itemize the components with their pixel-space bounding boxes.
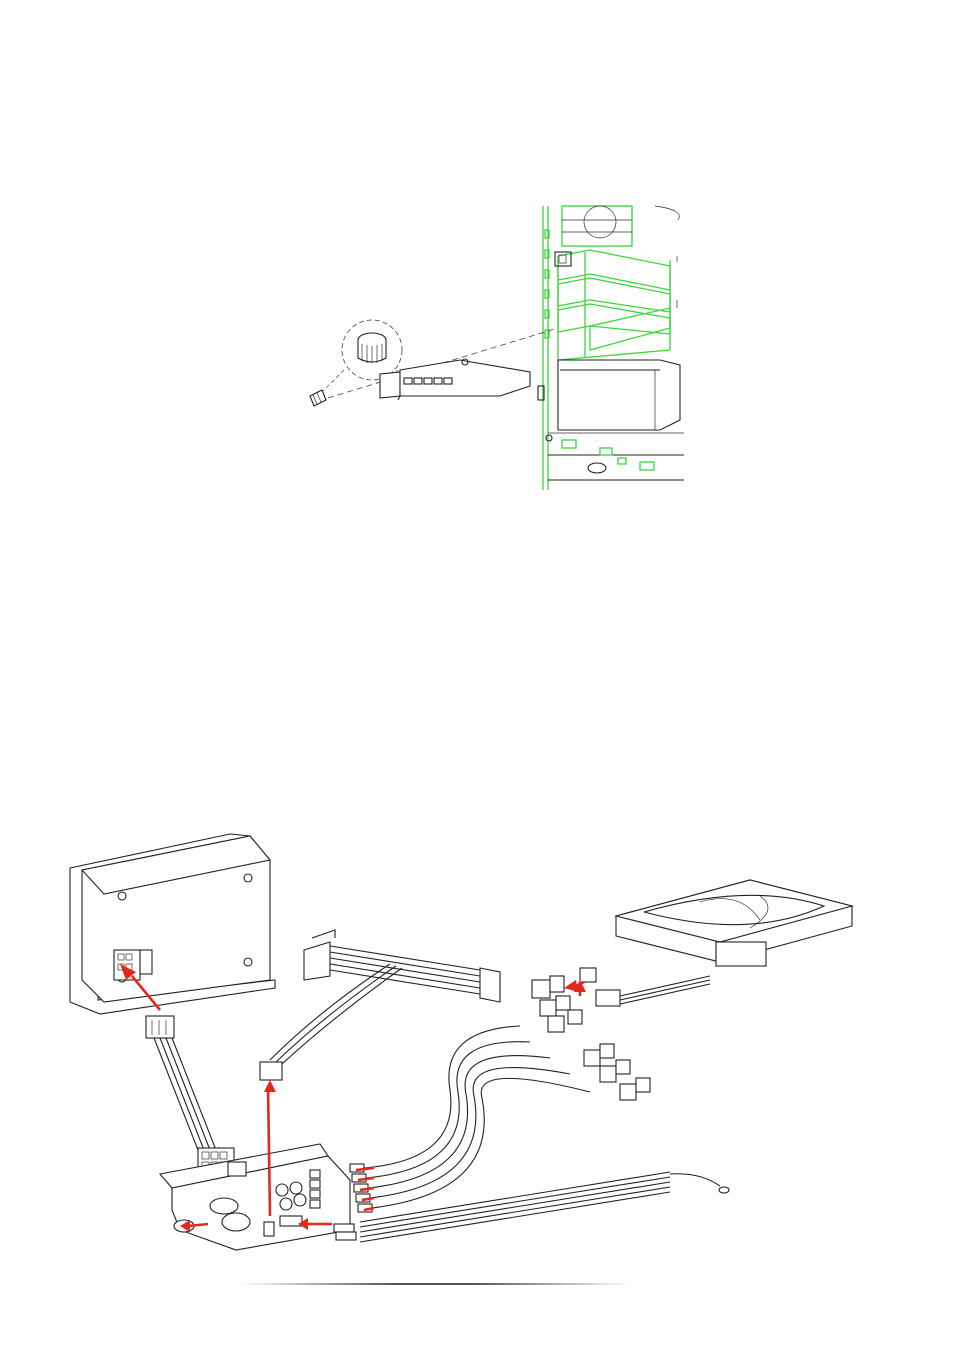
- controller-board-icon: [160, 1144, 350, 1250]
- footer-divider: [240, 1283, 630, 1285]
- fan-cable-bundle-icon: [350, 996, 650, 1212]
- molex-power-cable-icon: [260, 930, 500, 1080]
- fan-connection-arrows: [564, 980, 586, 996]
- display-panel-icon: [70, 834, 275, 1014]
- sensor-ribbon-cable-icon: [334, 1172, 729, 1242]
- pci-bracket-installation-figure: [300, 200, 690, 495]
- thumbscrew-icon: [310, 390, 326, 406]
- chassis-illustration: [538, 206, 684, 490]
- case-fan-icon: [616, 880, 852, 966]
- pci-bracket-board: [380, 359, 530, 400]
- panel-cable-connector-icon: [146, 1016, 234, 1178]
- cable-connection-diagram-figure: [60, 830, 880, 1300]
